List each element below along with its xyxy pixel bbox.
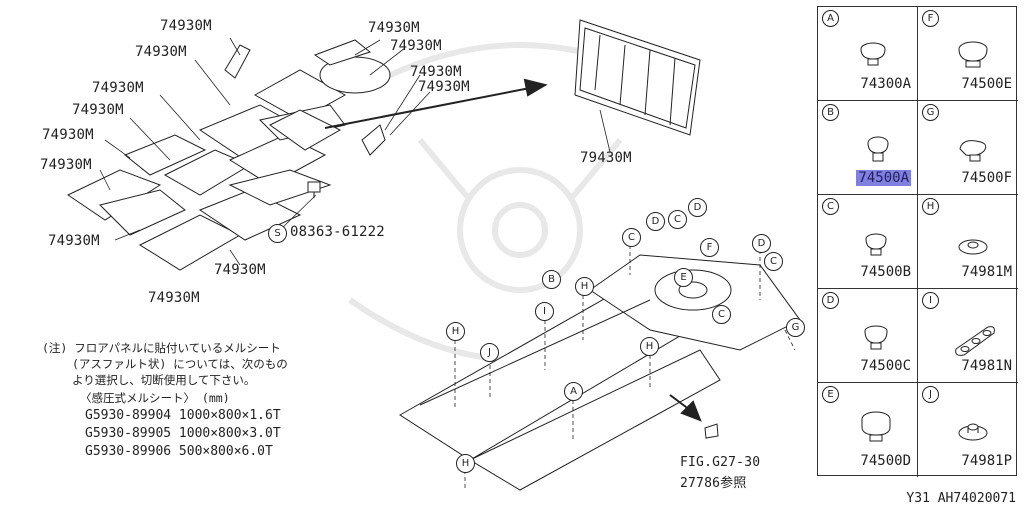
callout-74930m: 74930M (48, 233, 100, 249)
marker-g: G (786, 318, 805, 337)
callout-74930m: 74930M (72, 102, 124, 118)
arrow-fig-ref (669, 394, 702, 422)
callout-74930m: 74930M (410, 64, 462, 80)
legend-letter: D (822, 292, 839, 309)
plug-cap-icon (867, 136, 889, 162)
callout-74930m: 74930M (92, 80, 144, 96)
floor-panel (399, 254, 801, 491)
legend-part: 74500E (961, 76, 1012, 92)
note-line-1: (注) フロアパネルに貼付いているメルシート (42, 341, 281, 355)
marker-i: I (535, 302, 554, 321)
marker-d: D (646, 212, 665, 231)
callout-74930m: 74930M (160, 18, 212, 34)
legend-cell-a[interactable]: A 74300A (818, 7, 918, 101)
clip-icon (959, 140, 987, 162)
legend-letter: C (822, 198, 839, 215)
parts-legend-table: A 74300A F 74500E B 74500A G 74500 (817, 6, 1018, 477)
note-line-5: G5930-89904 1000×800×1.6T (85, 408, 281, 423)
diagram-id: Y31 AH74020071 (906, 491, 1016, 506)
legend-part: 74500C (860, 358, 911, 374)
legend-part: 74500B (860, 264, 911, 280)
legend-letter: H (922, 198, 939, 215)
fig-ref-sub: 27786参照 (680, 476, 747, 491)
legend-part: 74500F (961, 170, 1012, 186)
legend-letter: A (822, 10, 839, 27)
note-line-2: (アスファルト状) については、次のもの (72, 357, 288, 371)
grommet-icon (958, 423, 988, 441)
note-line-3: より選択し、切断使用して下さい。 (72, 373, 256, 387)
rear-floor-board (574, 19, 701, 136)
plug-cap-icon (860, 42, 886, 66)
marker-h: H (575, 277, 594, 296)
note-line-7: G5930-89906 500×800×6.0T (85, 444, 273, 459)
bracket-icon (955, 326, 995, 356)
marker-h: H (640, 337, 659, 356)
legend-cell-g[interactable]: G 74500F (918, 101, 1018, 195)
legend-part: 74981N (961, 358, 1012, 374)
legend-cell-b[interactable]: B 74500A (818, 101, 918, 195)
callout-74930m: 74930M (135, 44, 187, 60)
marker-leaders (454, 245, 796, 490)
marker-d: D (688, 198, 707, 217)
legend-cell-j[interactable]: J 74981P (918, 383, 1018, 477)
legend-part: 74981P (961, 453, 1012, 469)
callout-leaders (99, 37, 431, 266)
legend-letter: G (922, 104, 939, 121)
arrow-79430 (324, 78, 548, 129)
legend-cell-i[interactable]: I 74981N (918, 289, 1018, 383)
plug-cap-icon (865, 233, 887, 256)
legend-part: 74300A (860, 76, 911, 92)
legend-cell-f[interactable]: F 74500E (918, 7, 1018, 101)
note-line-6: G5930-89905 1000×800×3.0T (85, 426, 281, 441)
marker-c: C (712, 305, 731, 324)
legend-cell-e[interactable]: E 74500D (818, 383, 918, 477)
marker-h: H (446, 322, 465, 341)
marker-c: C (764, 252, 783, 271)
callout-74930m: 74930M (214, 262, 266, 278)
bolt-symbol: S (268, 224, 287, 243)
legend-letter: J (922, 386, 939, 403)
plug-cap-icon (864, 325, 888, 350)
legend-letter: I (922, 292, 939, 309)
marker-a: A (564, 382, 583, 401)
legend-part: 74981M (961, 264, 1012, 280)
legend-part: 74500D (860, 453, 911, 469)
marker-d: D (752, 234, 771, 253)
legend-letter: F (922, 10, 939, 27)
marker-e: E (674, 268, 693, 287)
legend-letter: B (822, 104, 839, 121)
plug-cap-icon (958, 41, 988, 68)
marker-c: C (668, 210, 687, 229)
bolt-icon (307, 181, 321, 198)
callout-74930m: 74930M (40, 157, 92, 173)
fig-ref: FIG.G27-30 (680, 455, 761, 470)
marker-j: J (480, 343, 499, 362)
marker-b: B (542, 270, 561, 289)
marker-f: F (700, 238, 719, 257)
note-line-4: 〈感圧式メルシート〉 (mm) (80, 391, 230, 405)
marker-c: C (622, 228, 641, 247)
legend-cell-h[interactable]: H 74981M (918, 195, 1018, 289)
callout-74930m: 74930M (390, 38, 442, 54)
callout-74930m: 74930M (418, 79, 470, 95)
legend-part: 74500A (856, 170, 911, 186)
callout-74930m: 74930M (42, 127, 94, 143)
marker-h: H (456, 454, 475, 473)
floor-insulator-sheets (66, 39, 391, 271)
legend-letter: E (822, 386, 839, 403)
callout-74930m: 74930M (148, 290, 200, 306)
callout-74930m: 74930M (368, 20, 420, 36)
grommet-icon (958, 239, 988, 255)
legend-cell-d[interactable]: D 74500C (818, 289, 918, 383)
callout-79430m: 79430M (580, 150, 632, 166)
legend-cell-c[interactable]: C 74500B (818, 195, 918, 289)
bolt-part-number: 08363-61222 (290, 224, 385, 240)
plug-cap-icon (861, 411, 891, 442)
